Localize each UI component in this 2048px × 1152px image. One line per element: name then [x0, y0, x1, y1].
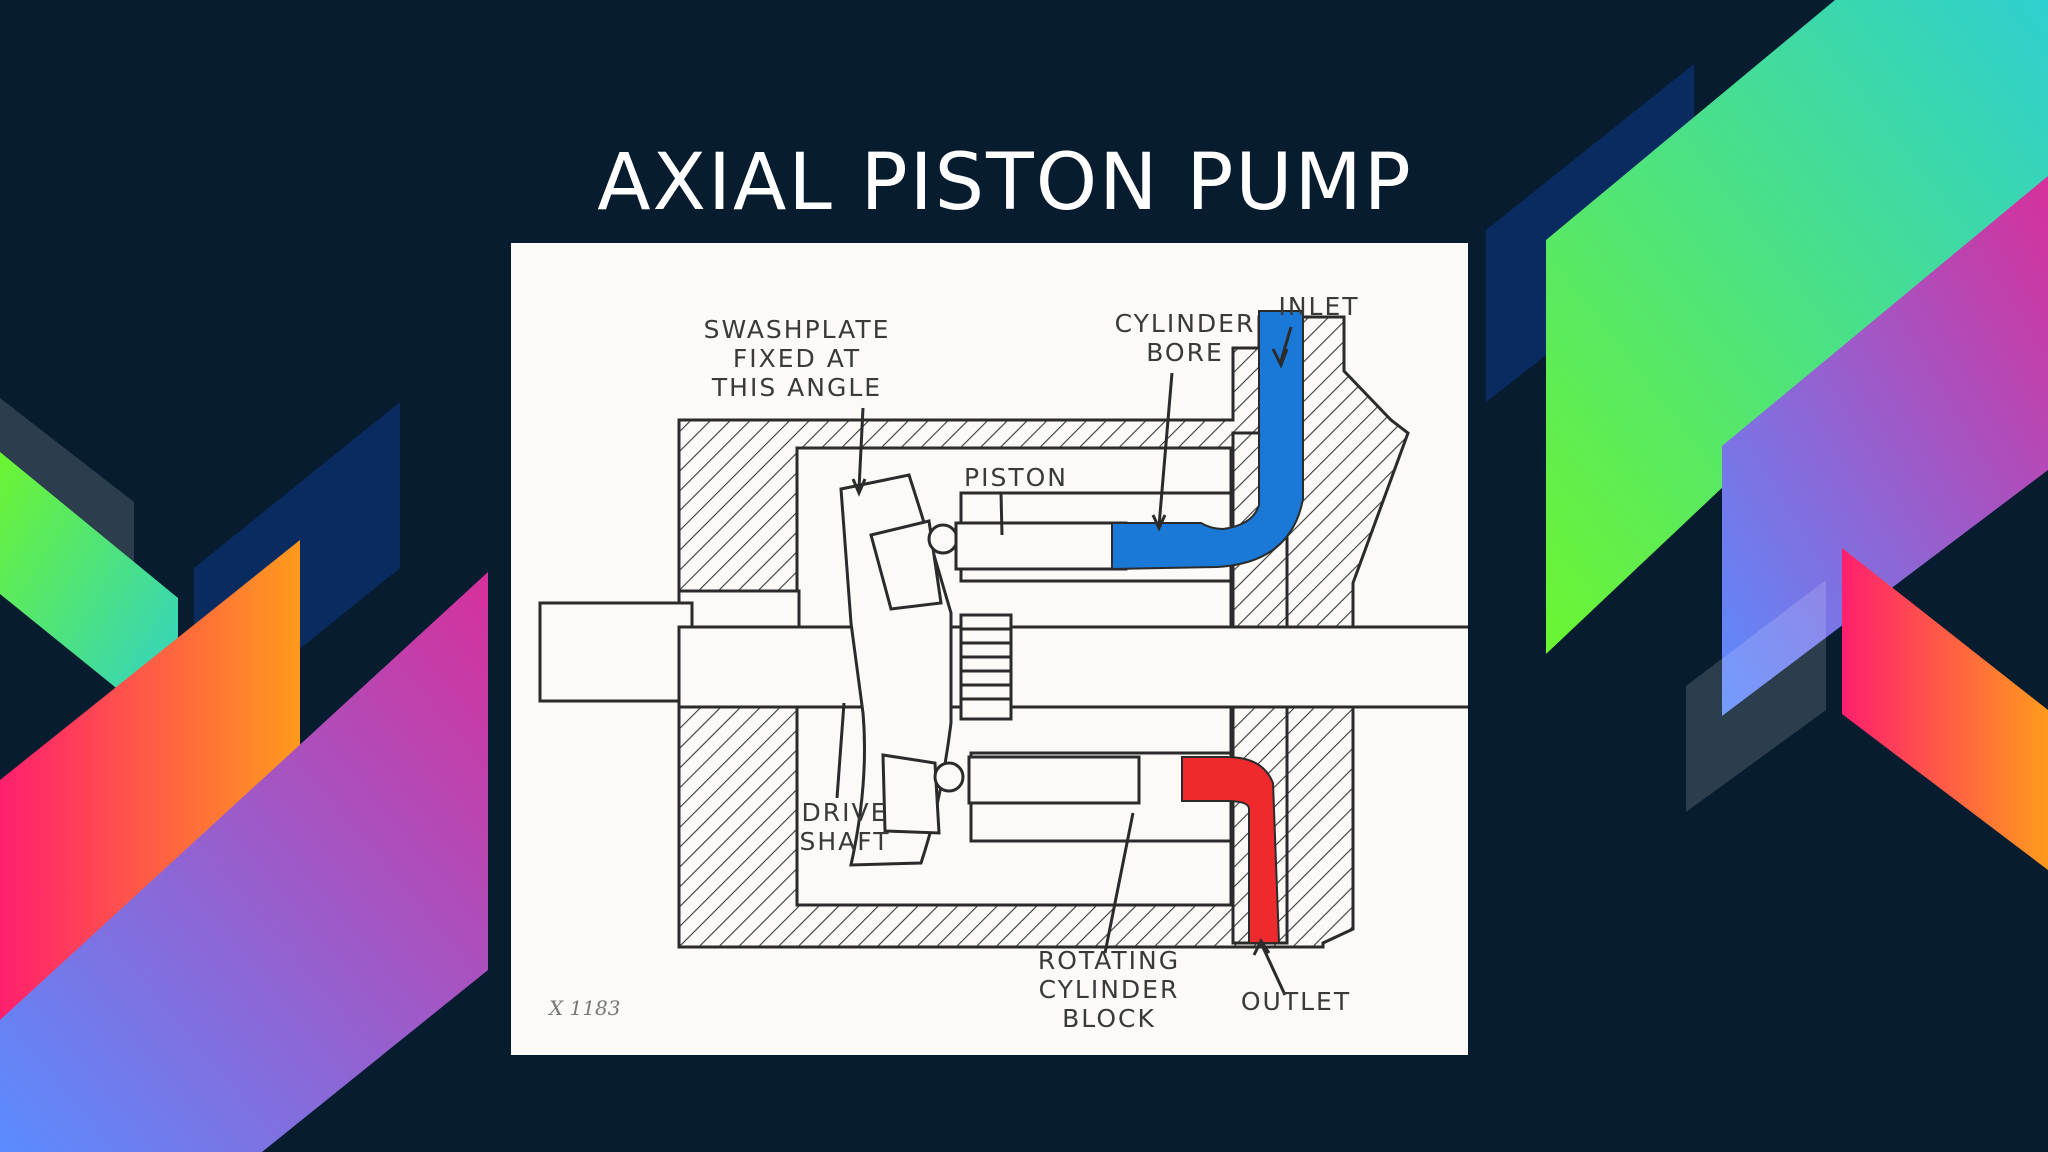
leader-drive-shaft — [835, 702, 846, 799]
label-swashplate-3: THIS ANGLE — [711, 373, 882, 402]
label-cylinder-bore-1: CYLINDER — [1115, 309, 1256, 338]
lower-piston-shoe — [881, 753, 941, 835]
label-cylinder-bore-2: BORE — [1146, 338, 1224, 367]
label-drive-shaft-2: SHAFT — [800, 827, 891, 856]
upper-piston-shoe — [869, 519, 943, 611]
drive-shaft — [677, 625, 1468, 709]
label-rotating-block-3: BLOCK — [1062, 1004, 1156, 1033]
deco-green-chevron-left — [0, 452, 178, 738]
lower-piston — [967, 755, 1141, 805]
deco-bluemag-band-right — [1722, 176, 2048, 716]
upper-piston — [954, 521, 1128, 571]
label-swashplate-2: FIXED AT — [733, 344, 861, 373]
leader-inlet — [1279, 326, 1293, 362]
label-swashplate-1: SWASHPLATE — [704, 315, 891, 344]
label-piston: PISTON — [964, 463, 1068, 492]
outlet-fluid — [1181, 756, 1281, 944]
deco-bluemag-band-left — [0, 572, 488, 1152]
figure-code: X 1183 — [547, 996, 621, 1020]
slide-title: AXIAL PISTON PUMP — [597, 138, 1413, 228]
leader-cylinder-bore — [1157, 372, 1174, 527]
label-rotating-block-1: ROTATING — [1038, 946, 1180, 975]
deco-pinkorange-band-left — [0, 540, 300, 1020]
label-outlet: OUTLET — [1241, 987, 1351, 1016]
leader-swashplate — [857, 407, 865, 490]
leader-rotating-block — [1103, 812, 1135, 954]
deco-gray-band-right — [1686, 580, 1826, 812]
pump-diagram: SWASHPLATE FIXED AT THIS ANGLE PISTON CY… — [511, 243, 1468, 1055]
lower-piston-ball — [933, 761, 965, 793]
deco-pinkorange-chevron-right — [1842, 548, 2048, 870]
shaft-coupling — [538, 601, 694, 703]
label-drive-shaft-1: DRIVE — [802, 798, 889, 827]
shaft-spline — [959, 613, 1013, 721]
upper-piston-ball — [927, 523, 959, 555]
leader-piston — [999, 492, 1004, 536]
leader-outlet — [1259, 942, 1287, 996]
label-inlet: INLET — [1278, 292, 1359, 321]
deco-green-band-right — [1546, 0, 2048, 654]
label-rotating-block-2: CYLINDER — [1039, 975, 1180, 1004]
inlet-fluid — [1111, 310, 1304, 571]
